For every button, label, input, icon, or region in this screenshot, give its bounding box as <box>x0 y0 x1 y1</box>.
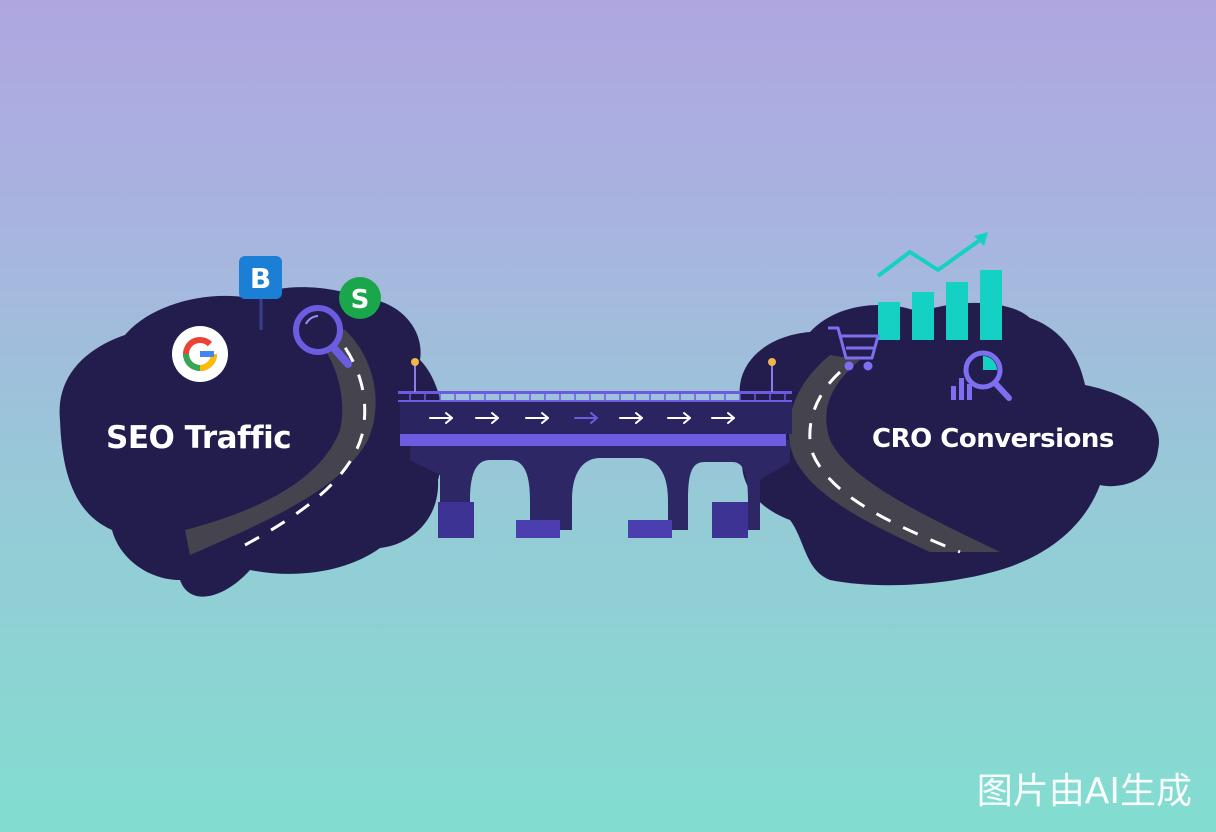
ai-generated-watermark: 图片由AI生成 <box>976 771 1192 812</box>
cro-conversions-label: CRO Conversions <box>872 424 1114 454</box>
arrow-right-icon <box>619 412 643 424</box>
svg-text:B: B <box>250 262 271 295</box>
lamp-post-left-icon <box>411 358 419 392</box>
right-road <box>789 355 1000 552</box>
arrow-right-icon <box>711 412 735 424</box>
s-badge-icon: S <box>339 277 381 319</box>
left-road <box>185 320 376 555</box>
arrow-right-icon <box>525 412 549 424</box>
arrow-right-icon <box>429 412 453 424</box>
left-road-dashes <box>244 337 367 547</box>
arrow-right-icon <box>475 412 499 424</box>
shopping-cart-icon <box>828 326 880 371</box>
flow-arrows <box>429 412 735 424</box>
analytics-search-icon <box>951 350 1012 401</box>
seo-traffic-label: SEO Traffic <box>106 420 292 456</box>
svg-text:S: S <box>351 285 370 315</box>
lamp-post-right-icon <box>768 358 776 392</box>
growth-chart-icon <box>876 232 1002 340</box>
arrow-right-icon <box>667 412 691 424</box>
bing-icon: B <box>239 256 282 330</box>
search-magnifier-icon <box>293 305 352 368</box>
right-island <box>739 302 1160 586</box>
right-road-dashes <box>808 370 961 554</box>
google-icon <box>172 326 228 382</box>
bridge <box>398 358 792 538</box>
arrow-right-icon <box>574 412 598 424</box>
